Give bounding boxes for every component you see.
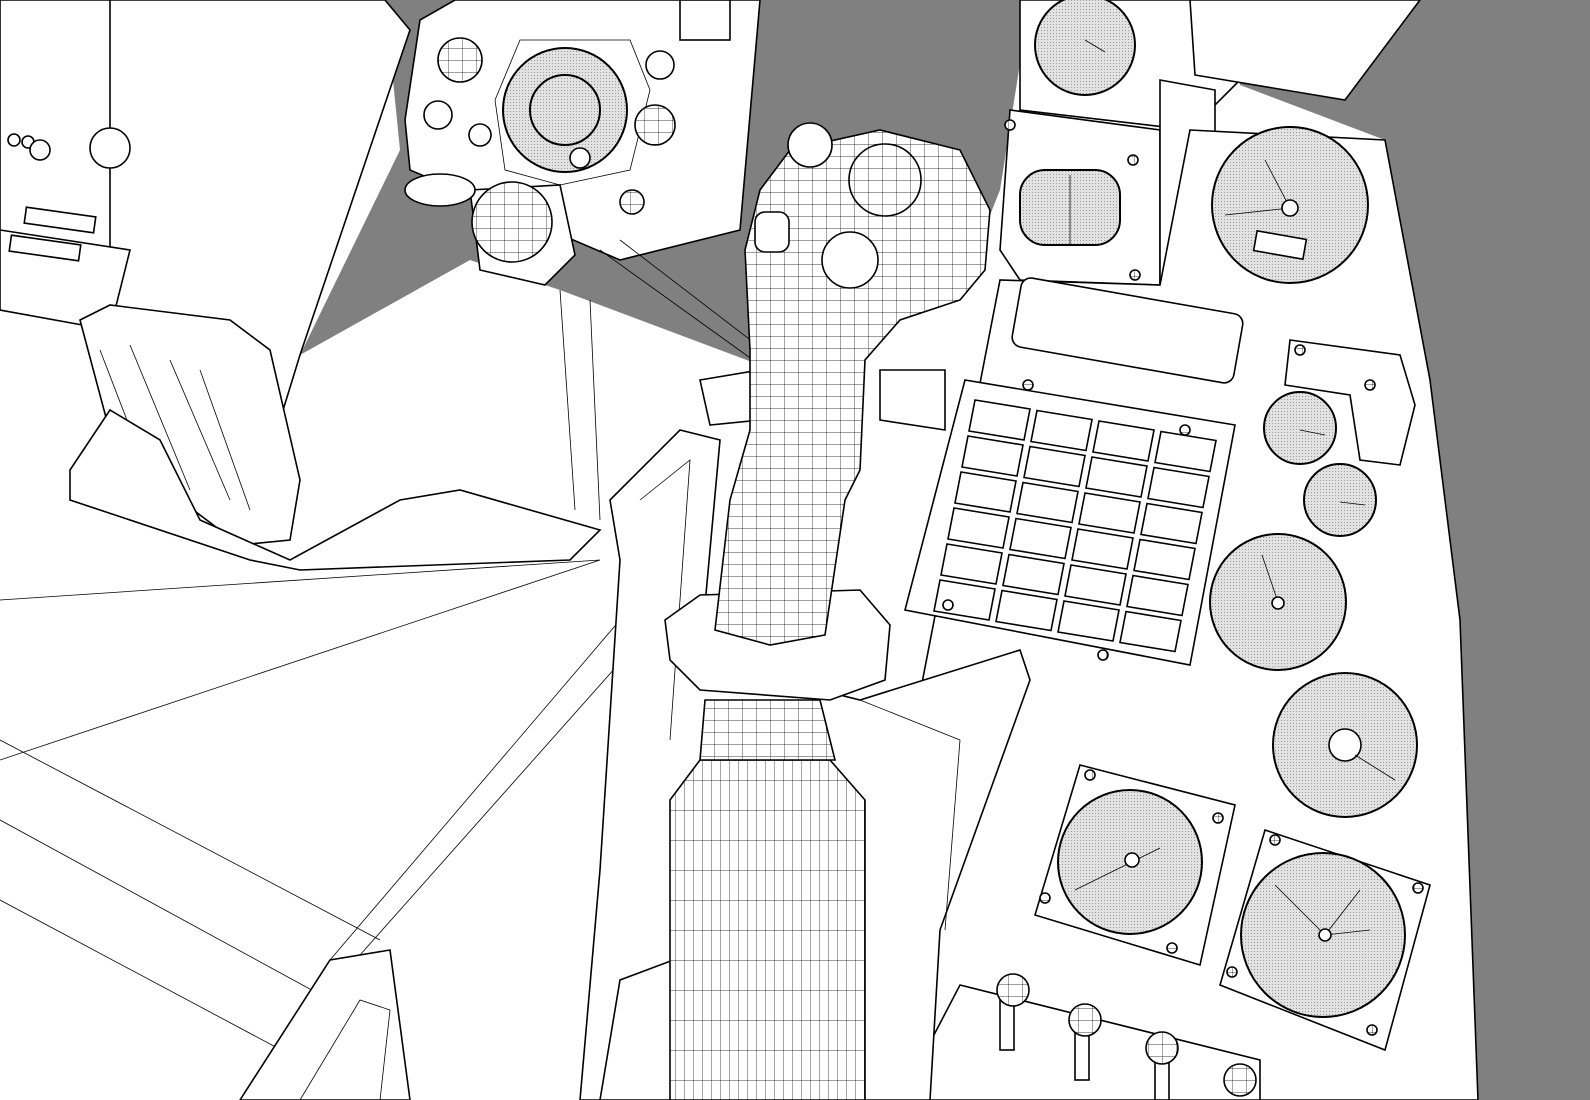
screw bbox=[1127, 154, 1139, 166]
keypad-key bbox=[1147, 466, 1210, 509]
keypad-key bbox=[954, 471, 1017, 513]
screw bbox=[1166, 942, 1178, 954]
upper-right-instrument-stack bbox=[999, 0, 1421, 287]
screw bbox=[1004, 119, 1016, 131]
keypad-key bbox=[1092, 420, 1155, 462]
keypad-key bbox=[1057, 600, 1120, 642]
screw bbox=[1097, 649, 1109, 661]
screw bbox=[1022, 379, 1034, 391]
keypad-key bbox=[1133, 538, 1196, 581]
screw bbox=[942, 599, 954, 611]
keypad-key bbox=[1030, 409, 1093, 452]
keypad-key bbox=[961, 435, 1024, 477]
keypad-key bbox=[1071, 528, 1134, 570]
display-screen bbox=[1011, 277, 1244, 384]
keypad-key bbox=[1085, 456, 1148, 498]
gauge-small-1 bbox=[1263, 391, 1337, 465]
keypad-key bbox=[1064, 564, 1127, 606]
screw bbox=[1039, 892, 1051, 904]
screw bbox=[1084, 769, 1096, 781]
screw bbox=[1269, 834, 1281, 846]
keypad-key bbox=[968, 399, 1031, 441]
stick-trigger-button bbox=[754, 211, 790, 253]
center-upper-panel bbox=[404, 0, 761, 286]
keypad-key bbox=[940, 543, 1003, 585]
keypad-key bbox=[1023, 445, 1086, 488]
screw bbox=[1212, 812, 1224, 824]
stick-support-struts bbox=[559, 239, 946, 521]
keypad-key bbox=[1119, 610, 1182, 653]
clock-gauge-top bbox=[1034, 0, 1136, 96]
keypad-key bbox=[1002, 553, 1065, 596]
gauge-small-2 bbox=[1303, 463, 1377, 537]
flight-control-stick bbox=[664, 122, 991, 1100]
keypad-key bbox=[1154, 430, 1217, 473]
switch-panel bbox=[899, 973, 1261, 1100]
stick-coolie-switch bbox=[821, 231, 879, 289]
keypad-key bbox=[1009, 517, 1072, 560]
keypad-key bbox=[1126, 574, 1189, 617]
screw bbox=[1366, 1024, 1378, 1036]
cockpit-floor bbox=[0, 559, 641, 1100]
screw bbox=[1412, 882, 1424, 894]
screw bbox=[1226, 966, 1238, 978]
screw bbox=[1129, 269, 1141, 281]
stick-grip bbox=[714, 129, 991, 646]
stick-top-button bbox=[787, 122, 833, 168]
keypad-key bbox=[1016, 481, 1079, 524]
background-void-right bbox=[1240, 0, 1590, 1100]
left-side-console bbox=[0, 0, 602, 571]
keypad-key bbox=[1140, 502, 1203, 545]
gauges bbox=[1034, 126, 1431, 1052]
screws bbox=[942, 119, 1424, 1036]
screw bbox=[1294, 344, 1306, 356]
screw bbox=[1364, 379, 1376, 391]
keypad-key bbox=[1078, 492, 1141, 534]
stick-hat-switch bbox=[848, 143, 922, 217]
keypad-key bbox=[947, 507, 1010, 549]
trackball-knob bbox=[471, 181, 553, 263]
keypad-key bbox=[995, 589, 1058, 632]
screw bbox=[1179, 424, 1191, 436]
stick-boot bbox=[669, 759, 866, 1100]
keypad bbox=[904, 379, 1236, 666]
